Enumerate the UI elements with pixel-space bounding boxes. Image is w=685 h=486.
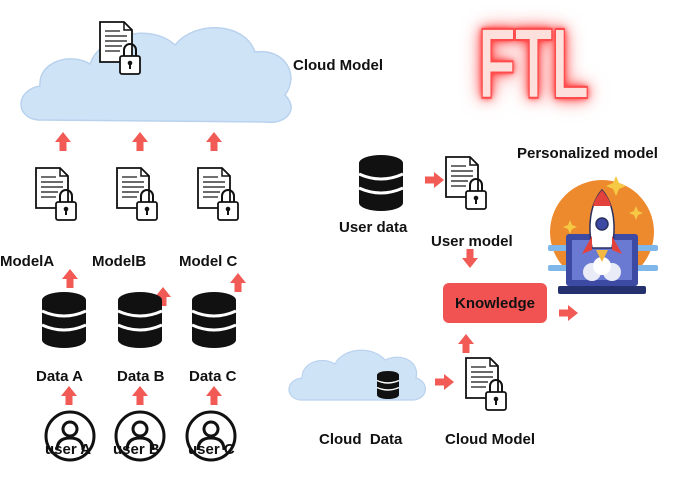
model-c-label: Model C <box>179 253 238 270</box>
database-icon <box>116 290 164 350</box>
model-a-label: ModelA <box>0 253 55 270</box>
cloud-data-label: Cloud Data <box>319 431 403 448</box>
arrow-up-icon <box>132 386 148 405</box>
user-data-label: User data <box>339 219 408 236</box>
document-lock-icon <box>465 357 507 411</box>
arrow-up-icon <box>458 334 474 353</box>
arrow-right-icon <box>435 374 454 390</box>
arrow-up-icon <box>206 132 222 151</box>
document-lock-icon <box>445 156 487 210</box>
data-c-label: Data C <box>189 368 237 385</box>
user-a-label: user A <box>45 441 92 458</box>
cloud-model-label: Cloud Model <box>293 57 383 74</box>
database-icon <box>376 370 400 400</box>
ftl-neon-title: FTL <box>477 8 589 120</box>
user-model-label: User model <box>431 233 513 250</box>
arrow-up-icon <box>55 132 71 151</box>
model-b-label: ModelB <box>92 253 147 270</box>
arrow-right-icon <box>425 172 444 188</box>
user-c-label: user C <box>188 441 235 458</box>
arrow-up-icon <box>61 386 77 405</box>
arrow-up-icon <box>62 269 78 288</box>
document-lock-icon <box>116 167 158 221</box>
cloud-icon <box>288 349 426 401</box>
database-icon <box>40 290 88 350</box>
rocket-laptop-icon <box>548 176 658 294</box>
cloud-model-bottom-label: Cloud Model <box>445 431 535 448</box>
arrow-down-icon <box>462 249 478 268</box>
arrow-up-icon <box>230 273 246 292</box>
data-b-label: Data B <box>117 368 165 385</box>
arrow-right-icon <box>559 305 578 321</box>
database-icon <box>190 290 238 350</box>
personalized-model-label: Personalized model <box>517 145 658 162</box>
database-icon <box>357 153 405 213</box>
knowledge-box: Knowledge <box>443 283 547 323</box>
data-a-label: Data A <box>36 368 83 385</box>
document-lock-icon <box>197 167 239 221</box>
arrow-up-icon <box>206 386 222 405</box>
document-lock-icon <box>35 167 77 221</box>
cloud-icon <box>20 26 292 124</box>
user-b-label: user B <box>113 441 160 458</box>
arrow-up-icon <box>132 132 148 151</box>
